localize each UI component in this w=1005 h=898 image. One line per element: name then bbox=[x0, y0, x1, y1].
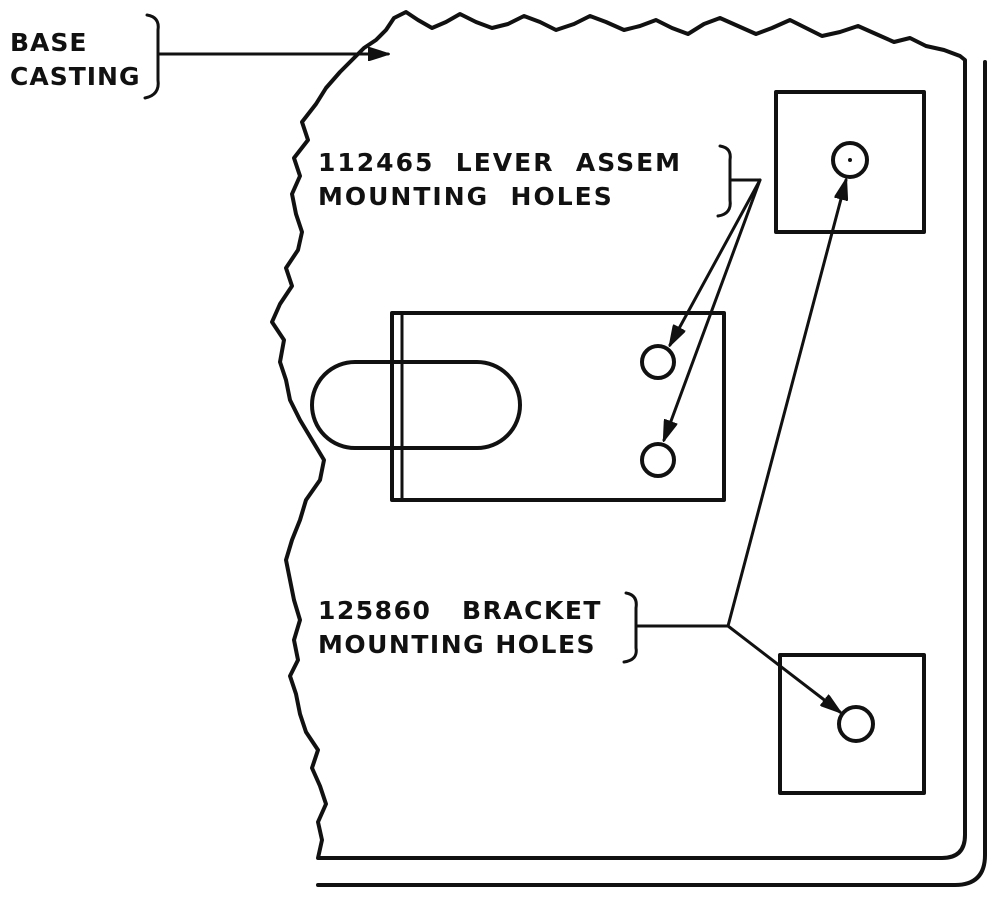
base-casting-label-line2: CASTING bbox=[10, 62, 141, 91]
lever-assem-label-line1: 112465 LEVER ASSEM bbox=[318, 148, 683, 177]
upper-bracket-pad bbox=[774, 90, 926, 234]
lever-assem-leader-upper bbox=[670, 178, 762, 345]
lever-slot bbox=[310, 360, 522, 450]
bracket-mounting-label: 125860 BRACKET MOUNTING HOLES bbox=[318, 594, 602, 662]
lever-assembly-plate bbox=[390, 311, 726, 502]
lever-assem-leader-lower bbox=[662, 178, 762, 440]
bracket-leader-lower bbox=[726, 624, 840, 712]
lower-bracket-mounting-hole bbox=[837, 705, 875, 743]
lever-upper-mounting-hole bbox=[640, 344, 676, 380]
lever-assem-label: 112465 LEVER ASSEM MOUNTING HOLES bbox=[318, 146, 682, 214]
bracket-label-line1: 125860 BRACKET bbox=[318, 596, 602, 625]
base-casting-outline bbox=[270, 10, 967, 860]
upper-bracket-mounting-hole bbox=[831, 141, 869, 179]
bracket-label-line2: MOUNTING HOLES bbox=[318, 630, 597, 659]
base-casting-bracket bbox=[143, 13, 160, 100]
lower-bracket-pad bbox=[778, 653, 926, 795]
base-casting-label: BASE CASTING bbox=[10, 26, 141, 94]
lever-assem-bracket bbox=[716, 144, 732, 218]
lever-lower-mounting-hole bbox=[640, 442, 676, 478]
upper-hole-center-mark bbox=[848, 158, 852, 162]
lever-assem-label-line2: MOUNTING HOLES bbox=[318, 182, 614, 211]
bracket-leader-upper bbox=[726, 180, 846, 628]
casting-rail bbox=[316, 60, 987, 887]
base-casting-label-line1: BASE bbox=[10, 28, 88, 57]
bracket-label-bracket bbox=[622, 591, 638, 664]
